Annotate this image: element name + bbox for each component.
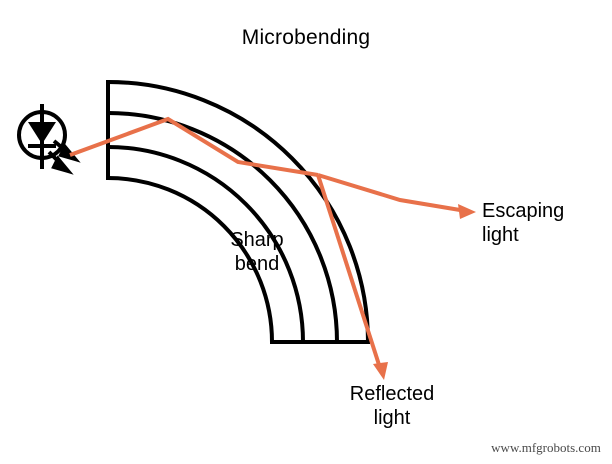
incident-ray xyxy=(69,116,319,177)
label-sharp-bend: Sharp bend xyxy=(230,229,284,275)
fiber-arc-inner-core xyxy=(107,145,305,343)
reflected-ray xyxy=(316,174,383,372)
emission-arrow-2-head xyxy=(51,155,74,175)
escaping-ray xyxy=(317,173,467,213)
arrow-down-icon xyxy=(373,362,388,380)
light-rays xyxy=(69,116,467,372)
led-diode-triangle xyxy=(28,122,56,144)
label-escaping-light: Escaping light xyxy=(482,200,565,246)
led-source-icon xyxy=(17,104,81,175)
fiber-arc-outer-cladding xyxy=(107,80,370,343)
fiber-structure xyxy=(106,80,370,344)
fiber-arc-outer-core xyxy=(107,111,339,343)
fiber-arc-inner-cladding xyxy=(107,176,274,343)
page-title: Microbending xyxy=(241,26,371,49)
ray-arrowheads xyxy=(373,204,476,380)
label-reflected-light: Reflected light xyxy=(349,383,435,429)
arrow-right-icon xyxy=(458,204,476,219)
watermark: www.mfgrobots.com xyxy=(491,440,601,455)
